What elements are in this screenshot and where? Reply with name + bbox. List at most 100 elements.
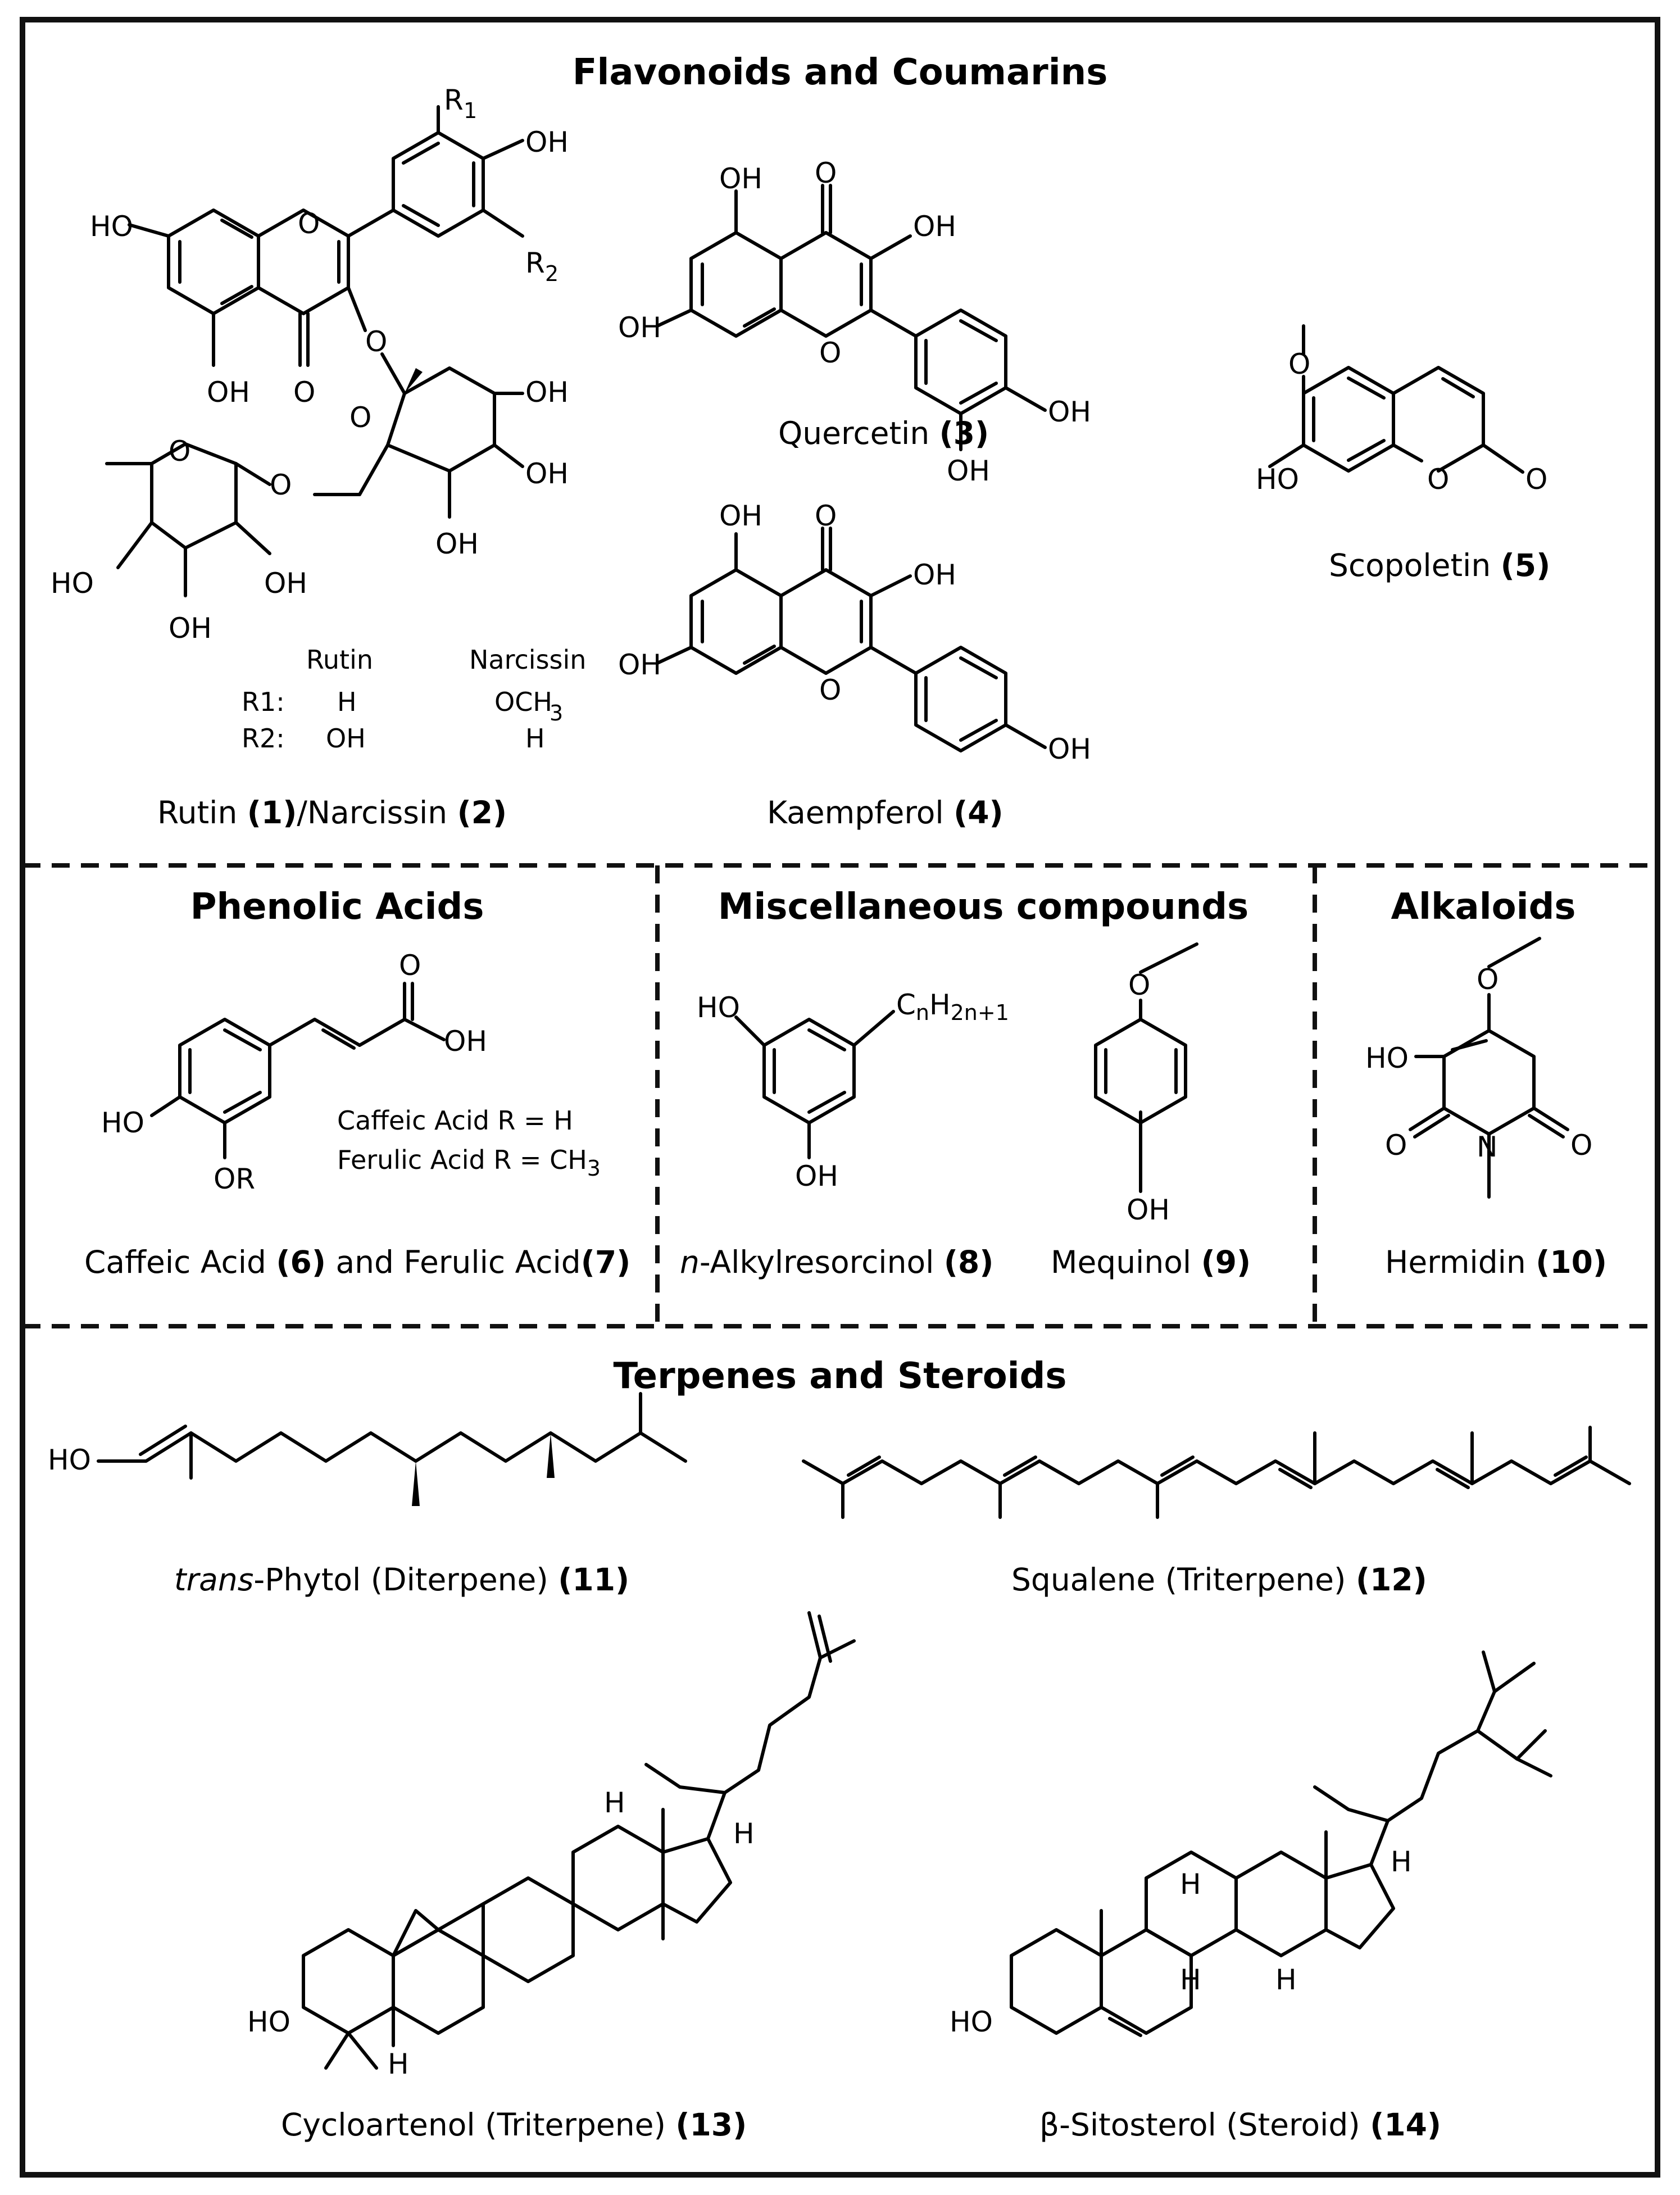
svg-text:HO: HO	[90, 210, 133, 243]
svg-text:O: O	[169, 435, 190, 468]
section-title-alkaloids: Alkaloids	[1391, 886, 1576, 928]
svg-text:H: H	[604, 1786, 625, 1819]
sitosterol-structure	[1010, 1650, 1552, 2037]
svg-text:R: R	[525, 247, 545, 279]
svg-text:3: 3	[550, 701, 563, 725]
svg-text:OH: OH	[1048, 733, 1091, 765]
svg-text:OH: OH	[264, 567, 307, 600]
svg-text:OH: OH	[525, 126, 569, 158]
svg-text:H: H	[525, 723, 545, 754]
svg-text:O: O	[819, 674, 841, 706]
svg-text:H: H	[388, 2048, 409, 2080]
svg-text:CnH2n+1: CnH2n+1	[896, 988, 1009, 1025]
rutin-structure	[105, 105, 524, 597]
svg-text:OH: OH	[719, 162, 762, 195]
caption-rutin-narcissin: Rutin (1)/Narcissin (2)	[157, 795, 507, 831]
svg-text:O: O	[1477, 963, 1499, 996]
svg-text:O: O	[293, 376, 315, 409]
section-title-flavonoids: Flavonoids and Coumarins	[573, 52, 1108, 93]
section-title-phenolic: Phenolic Acids	[190, 886, 484, 928]
section-title-misc: Miscellaneous compounds	[718, 886, 1248, 928]
svg-text:OH: OH	[795, 1160, 838, 1192]
caption-scopoletin: Scopoletin (5)	[1329, 547, 1550, 583]
svg-text:Caffeic Acid R = H: Caffeic Acid R = H	[337, 1105, 573, 1136]
svg-text:HO: HO	[48, 1444, 91, 1476]
svg-text:O: O	[815, 500, 837, 532]
alkylresorcinol-structure	[734, 1010, 895, 1159]
svg-text:O: O	[1427, 463, 1449, 496]
caption-cycloartenol: Cycloartenol (Triterpene) (13)	[281, 2107, 747, 2143]
svg-text:N: N	[1477, 1131, 1497, 1163]
quercetin-structure	[656, 184, 1047, 451]
svg-text:OH: OH	[947, 455, 990, 487]
svg-text:HO: HO	[247, 2006, 290, 2038]
svg-text:OH: OH	[1127, 1194, 1170, 1226]
svg-text:H: H	[733, 1817, 755, 1850]
svg-text:OH: OH	[435, 528, 479, 560]
svg-text:H: H	[1180, 1963, 1201, 1996]
kaempferol-structure	[656, 527, 1047, 752]
svg-text:O: O	[1128, 969, 1150, 1001]
svg-text:OH: OH	[207, 376, 250, 409]
caption-quercetin: Quercetin (3)	[778, 415, 989, 451]
svg-text:OH: OH	[169, 612, 212, 645]
svg-text:OH: OH	[618, 311, 661, 344]
caffeic-acid-structure	[150, 982, 446, 1159]
rutin-narcissin-table: Rutin Narcissin R1: H OCH 3 R2: OH H	[242, 645, 586, 754]
svg-text:Narcissin: Narcissin	[469, 645, 586, 675]
svg-text:R1:: R1:	[242, 687, 285, 717]
caption-caffeic-ferulic: Caffeic Acid (6) and Ferulic Acid(7)	[84, 1244, 630, 1280]
svg-text:H: H	[337, 687, 357, 717]
svg-text:OH: OH	[525, 376, 569, 409]
svg-text:OH: OH	[618, 648, 661, 681]
svg-text:HO: HO	[1256, 463, 1299, 496]
caption-phytol: trans-Phytol (Diterpene) (11)	[174, 1562, 629, 1598]
svg-text:O: O	[819, 337, 841, 369]
caption-sitosterol: β-Sitosterol (Steroid) (14)	[1039, 2107, 1441, 2143]
svg-text:R2:: R2:	[242, 723, 285, 754]
svg-text:OH: OH	[326, 723, 366, 754]
svg-text:O: O	[1288, 348, 1310, 380]
svg-text:O: O	[298, 207, 320, 240]
svg-text:Ferulic Acid R = CH3: Ferulic Acid R = CH3	[337, 1145, 601, 1181]
mequinol-structure	[1094, 942, 1198, 1193]
svg-text:OH: OH	[913, 559, 956, 591]
caption-hermidin: Hermidin (10)	[1385, 1244, 1607, 1280]
svg-text:OH: OH	[913, 210, 956, 243]
caption-kaempferol: Kaempferol (4)	[767, 795, 1004, 831]
svg-text:O: O	[399, 949, 421, 982]
phytol-structure	[97, 1392, 687, 1506]
svg-text:HO: HO	[950, 2006, 993, 2038]
svg-text:H: H	[1391, 1845, 1412, 1878]
svg-text:OCH: OCH	[494, 687, 552, 717]
svg-text:HO: HO	[1365, 1042, 1409, 1074]
svg-text:1: 1	[464, 98, 477, 123]
cycloartenol-structure	[302, 1611, 856, 2070]
svg-text:OH: OH	[444, 1025, 487, 1058]
hermidin-structure	[1409, 937, 1569, 1199]
svg-text:OR: OR	[214, 1163, 255, 1195]
svg-text:O: O	[1525, 463, 1547, 496]
svg-text:HO: HO	[101, 1106, 144, 1139]
section-title-terpenes: Terpenes and Steroids	[614, 1355, 1067, 1397]
svg-text:HO: HO	[697, 991, 740, 1024]
svg-text:R: R	[444, 84, 464, 116]
squalene-structure	[802, 1426, 1631, 1519]
caption-squalene: Squalene (Triterpene) (12)	[1011, 1562, 1427, 1598]
svg-text:O: O	[1570, 1129, 1592, 1162]
svg-text:OH: OH	[719, 500, 762, 532]
svg-text:HO: HO	[51, 567, 94, 600]
svg-text:O: O	[349, 401, 371, 434]
svg-text:OH: OH	[1048, 396, 1091, 428]
svg-text:O: O	[1385, 1129, 1407, 1162]
svg-text:H: H	[1180, 1868, 1201, 1901]
svg-text:O: O	[815, 157, 837, 189]
svg-text:2: 2	[545, 261, 559, 286]
scopoletin-structure	[1268, 324, 1524, 474]
svg-text:Rutin: Rutin	[306, 645, 373, 675]
svg-text:O: O	[365, 325, 387, 358]
svg-text:H: H	[1275, 1963, 1297, 1996]
outer-frame	[20, 17, 1660, 2178]
svg-text:OH: OH	[525, 457, 569, 490]
